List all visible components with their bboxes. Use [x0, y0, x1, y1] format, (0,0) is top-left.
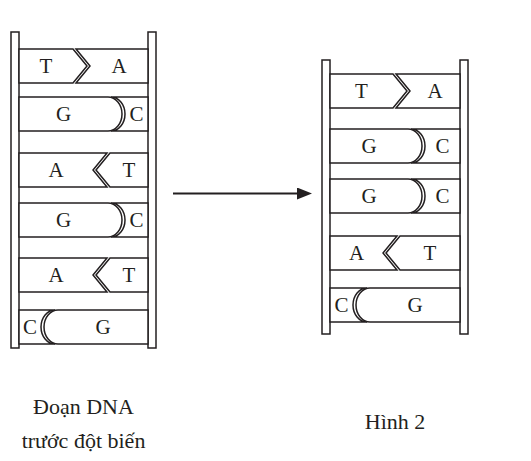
nucleotide-base: G	[356, 288, 460, 322]
base-outline-path	[330, 74, 407, 108]
nucleotide-base: G	[330, 129, 422, 163]
nucleotide-base: C	[111, 203, 148, 237]
base-outline-path	[111, 97, 148, 131]
base-letter: T	[400, 236, 460, 270]
base-outline-path	[330, 179, 422, 213]
nucleotide-base: A	[19, 153, 107, 187]
figure-caption: Hình 2	[325, 405, 465, 439]
backbone-rail	[322, 60, 330, 334]
base-outline-path	[19, 97, 122, 131]
base-outline	[19, 49, 87, 83]
base-outline-path	[411, 179, 460, 213]
base-outline-path	[396, 74, 460, 108]
figure-caption: Đoạn DNA trước đột biến	[14, 390, 154, 458]
base-outline	[386, 236, 460, 270]
base-outline-path	[76, 49, 148, 83]
base-outline-path	[411, 129, 460, 163]
base-outline-path	[96, 258, 148, 292]
nucleotide-base: C	[411, 179, 460, 213]
base-outline-path	[111, 203, 148, 237]
base-outline-path	[19, 49, 87, 83]
base-letter: A	[410, 74, 460, 108]
dna-strand: Đoạn DNA trước đột biếnTAGCATGCATCG	[11, 32, 156, 348]
base-outline-path	[19, 258, 107, 292]
nucleotide-base: T	[330, 74, 407, 108]
base-letter: C	[125, 97, 148, 131]
base-letter: T	[110, 153, 148, 187]
nucleotide-base: T	[19, 49, 87, 83]
nucleotide-base: G	[19, 203, 122, 237]
base-letter: C	[425, 179, 460, 213]
mutation-arrow	[173, 193, 297, 195]
nucleotide-base: C	[111, 97, 148, 131]
base-letter: C	[330, 288, 353, 322]
base-outline-path	[386, 236, 460, 270]
nucleotide-base: A	[396, 74, 460, 108]
nucleotide-base: T	[96, 258, 148, 292]
backbone-rail	[460, 60, 468, 334]
base-outline	[330, 74, 407, 108]
base-letter: G	[19, 203, 108, 237]
base-letter: A	[330, 236, 383, 270]
nucleotide-base: G	[330, 179, 422, 213]
base-outline-path	[19, 203, 122, 237]
base-outline-path	[356, 288, 460, 322]
nucleotide-base: T	[96, 153, 148, 187]
base-letter: T	[110, 258, 148, 292]
dna-strand: Hình 2TAGCGCATCG	[322, 60, 468, 334]
base-letter: G	[330, 129, 408, 163]
base-outline-path	[44, 310, 148, 344]
base-letter: C	[425, 129, 460, 163]
nucleotide-base: A	[76, 49, 148, 83]
base-letter: T	[19, 49, 73, 83]
base-outline-path	[96, 153, 148, 187]
nucleotide-base: T	[386, 236, 460, 270]
base-letter: G	[19, 97, 108, 131]
base-letter: C	[19, 310, 41, 344]
base-letter: T	[330, 74, 393, 108]
nucleotide-base: C	[411, 129, 460, 163]
nucleotide-base: A	[19, 258, 107, 292]
base-letter: G	[370, 288, 460, 322]
base-letter: A	[19, 153, 93, 187]
base-letter: A	[19, 258, 93, 292]
nucleotide-base: G	[44, 310, 148, 344]
backbone-rail	[11, 32, 19, 348]
base-letter: A	[90, 49, 148, 83]
nucleotide-base: G	[19, 97, 122, 131]
backbone-rail	[148, 32, 156, 348]
base-letter: G	[330, 179, 408, 213]
base-letter: G	[58, 310, 148, 344]
base-outline	[96, 258, 148, 292]
base-outline-path	[19, 153, 107, 187]
base-letter: C	[125, 203, 148, 237]
base-outline	[96, 153, 148, 187]
base-outline-path	[330, 129, 422, 163]
